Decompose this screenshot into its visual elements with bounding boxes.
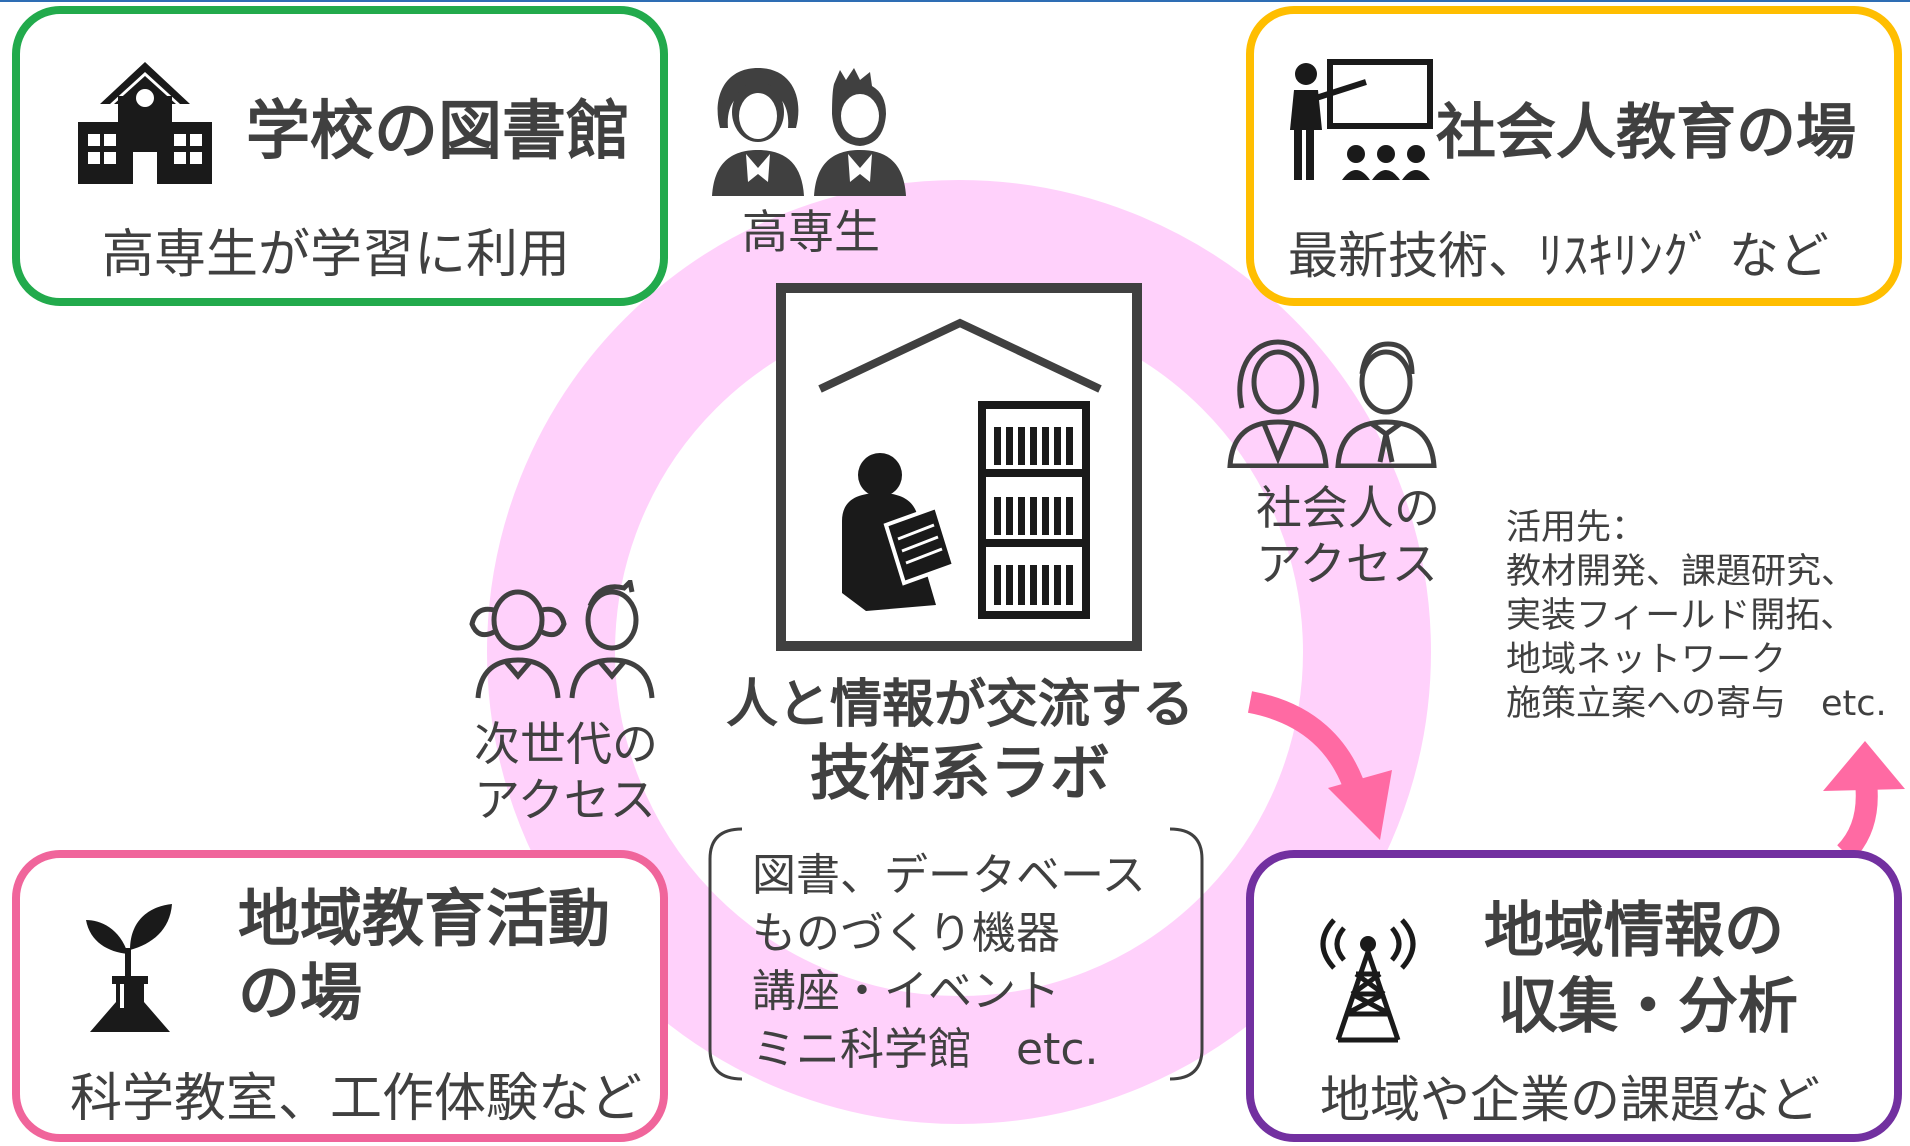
- top-rule: [0, 0, 1910, 2]
- box-regional-education: 地域教育活動 の場 科学教室、工作体験など: [12, 850, 668, 1142]
- regional-education-title-line2: の場: [238, 956, 363, 1029]
- plant-flask-icon: [86, 904, 172, 1032]
- children-icon: [469, 580, 655, 699]
- adult-education-title: 社会人教育の場: [1436, 98, 1856, 168]
- children-label-line2: アクセス: [474, 773, 656, 827]
- left-bracket: [708, 827, 743, 1081]
- box-school-library: 学校の図書館 高専生が学習に利用: [12, 6, 668, 306]
- uses-list: 活用先： 教材開発、課題研究、 実装フィールド開拓、 地域ネットワーク 施策立案…: [1506, 506, 1887, 726]
- ring-arrow-to-regional-info: [1247, 691, 1392, 840]
- students-icon: [712, 68, 906, 196]
- regional-education-subtitle: 科学教室、工作体験など: [70, 1069, 643, 1129]
- adults-icon: [1227, 339, 1437, 468]
- resource-item: ものづくり機器: [752, 908, 1060, 959]
- resource-item: 図書、データベース: [752, 850, 1146, 901]
- children-label-line1: 次世代の: [474, 717, 658, 771]
- right-bracket: [1169, 827, 1204, 1081]
- school-building-icon: [78, 62, 212, 184]
- tech-lab-frame: [776, 283, 1142, 651]
- center-title-line1: 人と情報が交流する: [725, 675, 1194, 735]
- teacher-presentation-icon: [1290, 59, 1433, 180]
- resource-item: ミニ科学館 etc.: [752, 1024, 1099, 1075]
- library-reader-icon: [818, 318, 1102, 619]
- center-title-line2: 技術系ラボ: [810, 739, 1110, 809]
- box-adult-education: 社会人教育の場 最新技術、ﾘｽｷﾘﾝｸﾞ など: [1246, 6, 1902, 306]
- regional-info-title-line2: 収集・分析: [1498, 972, 1798, 1042]
- uses-item: 施策立案への寄与 etc.: [1506, 684, 1887, 724]
- arrow-to-uses: [1823, 741, 1905, 855]
- resource-item: 講座・イベント: [752, 966, 1060, 1017]
- regional-info-title-line1: 地域情報の: [1484, 896, 1784, 966]
- uses-item: 教材開発、課題研究、: [1506, 552, 1857, 592]
- uses-item: 実装フィールド開拓、: [1506, 596, 1856, 636]
- students-label: 高専生: [742, 205, 880, 259]
- lab-resources: 図書、データベース ものづくり機器 講座・イベント ミニ科学館 etc.: [706, 825, 1206, 1083]
- regional-info-subtitle: 地域や企業の課題など: [1320, 1071, 1820, 1129]
- radio-tower-icon: [1320, 918, 1416, 1043]
- regional-education-title-line1: 地域教育活動: [238, 882, 611, 955]
- center-title: 人と情報が交流する 技術系ラボ: [640, 672, 1280, 810]
- school-library-title: 学校の図書館: [246, 95, 630, 169]
- school-library-subtitle: 高専生が学習に利用: [102, 225, 571, 285]
- box-regional-info: 地域情報の 収集・分析 地域や企業の課題など: [1246, 850, 1902, 1142]
- uses-item: 地域ネットワーク: [1506, 640, 1787, 680]
- adult-education-subtitle: 最新技術、ﾘｽｷﾘﾝｸﾞ など: [1288, 227, 1829, 285]
- adults-label-line2: アクセス: [1256, 537, 1438, 591]
- adults-label-line1: 社会人の: [1256, 481, 1440, 535]
- uses-heading: 活用先：: [1506, 508, 1647, 548]
